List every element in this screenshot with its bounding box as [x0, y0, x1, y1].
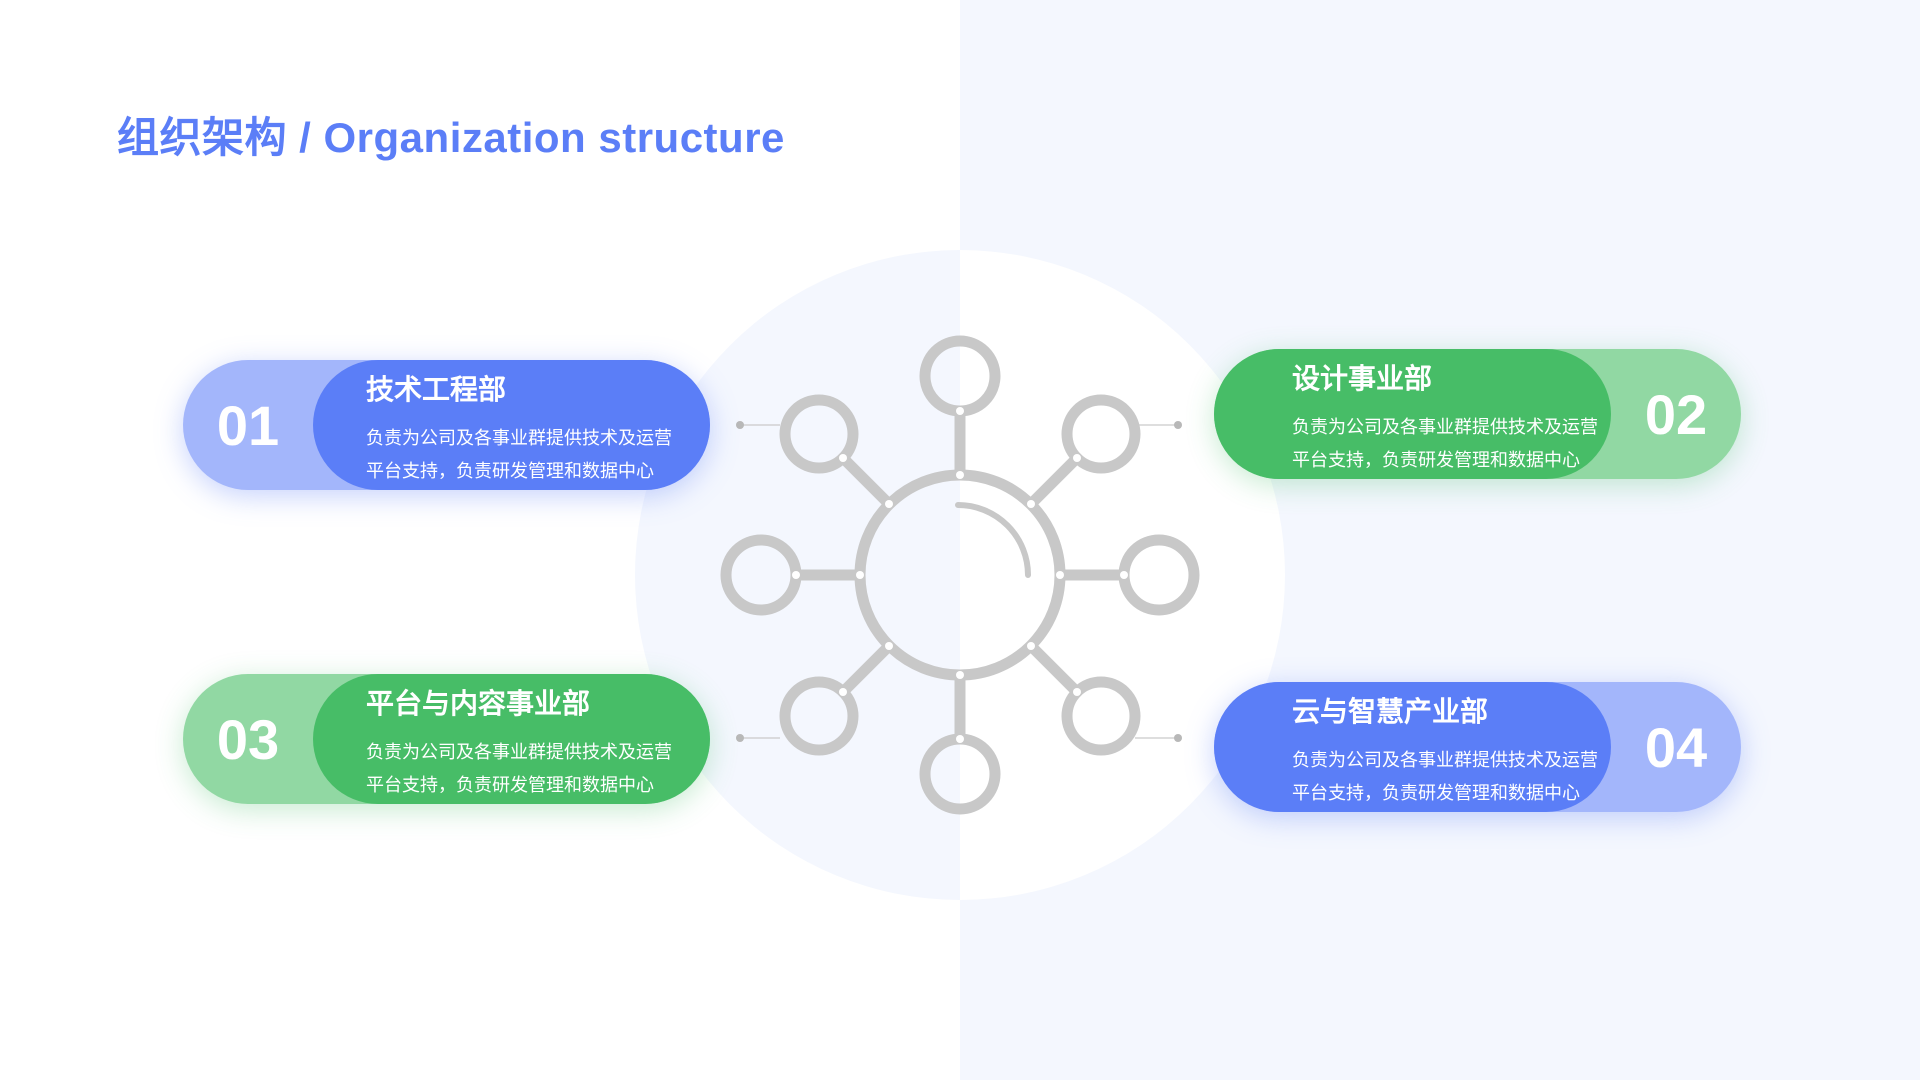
department-name: 云与智慧产业部	[1292, 696, 1489, 727]
department-description: 负责为公司及各事业群提供技术及运营 平台支持，负责研发管理和数据中心	[366, 422, 696, 488]
description-line: 负责为公司及各事业群提供技术及运营	[366, 742, 672, 762]
spoke-joints	[792, 407, 1128, 743]
description-line: 负责为公司及各事业群提供技术及运营	[1292, 417, 1598, 437]
card-body	[313, 674, 710, 804]
description-line: 平台支持，负责研发管理和数据中心	[366, 775, 654, 795]
description-line: 平台支持，负责研发管理和数据中心	[1292, 783, 1580, 803]
department-description: 负责为公司及各事业群提供技术及运营 平台支持，负责研发管理和数据中心	[1292, 744, 1622, 810]
card-body	[1214, 349, 1611, 479]
department-name: 平台与内容事业部	[366, 688, 591, 719]
department-name: 技术工程部	[366, 374, 507, 405]
department-card-02: 02 设计事业部 负责为公司及各事业群提供技术及运营 平台支持，负责研发管理和数…	[1214, 349, 1741, 479]
department-card-04: 04 云与智慧产业部 负责为公司及各事业群提供技术及运营 平台支持，负责研发管理…	[1214, 682, 1741, 812]
department-card-01: 01 技术工程部 负责为公司及各事业群提供技术及运营 平台支持，负责研发管理和数…	[183, 360, 710, 490]
connector-lines	[740, 424, 1178, 739]
card-body	[1214, 682, 1611, 812]
card-number: 04	[1644, 715, 1708, 779]
card-number: 03	[216, 707, 280, 771]
department-name: 设计事业部	[1292, 363, 1433, 394]
department-card-03: 03 平台与内容事业部 负责为公司及各事业群提供技术及运营 平台支持，负责研发管…	[183, 674, 710, 804]
department-description: 负责为公司及各事业群提供技术及运营 平台支持，负责研发管理和数据中心	[1292, 411, 1622, 477]
card-number: 01	[216, 393, 280, 457]
spokes	[793, 408, 1127, 742]
description-line: 平台支持，负责研发管理和数据中心	[366, 461, 654, 481]
card-body	[313, 360, 710, 490]
department-description: 负责为公司及各事业群提供技术及运营 平台支持，负责研发管理和数据中心	[366, 736, 696, 802]
card-number: 02	[1644, 382, 1708, 446]
description-line: 平台支持，负责研发管理和数据中心	[1292, 450, 1580, 470]
connector-dots	[736, 421, 1182, 742]
description-line: 负责为公司及各事业群提供技术及运营	[1292, 750, 1598, 770]
description-line: 负责为公司及各事业群提供技术及运营	[366, 428, 672, 448]
page-title: 组织架构 / Organization structure	[117, 114, 785, 161]
